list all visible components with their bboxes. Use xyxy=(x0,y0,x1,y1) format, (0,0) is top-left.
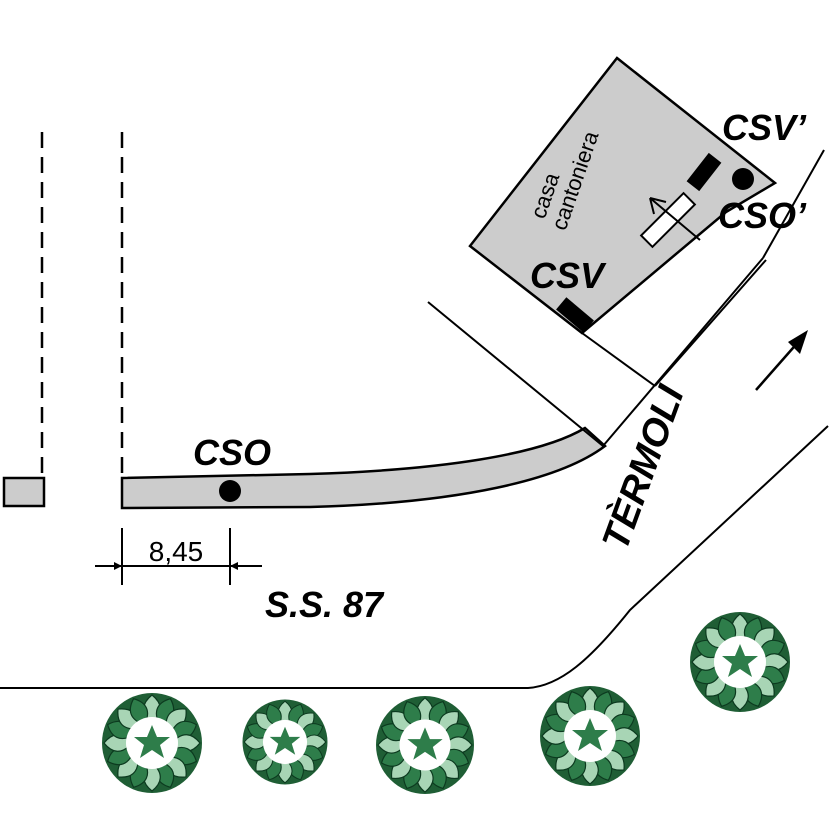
cso-prime-marker xyxy=(732,168,754,190)
road-band xyxy=(120,426,607,510)
road-edge-outer xyxy=(0,425,829,689)
cso-marker xyxy=(219,480,241,502)
road-label: S.S. 87 xyxy=(265,584,385,625)
tree-icon xyxy=(539,685,641,787)
direction-arrowhead xyxy=(788,330,808,354)
road-edge-upper xyxy=(427,257,764,448)
building xyxy=(468,56,778,335)
cso-label: CSO xyxy=(193,432,271,473)
tree-icon xyxy=(101,692,203,794)
csv-label: CSV xyxy=(530,255,607,296)
cso-prime-label: CSO’ xyxy=(718,195,807,236)
tree-icon xyxy=(241,698,329,786)
door-slot xyxy=(639,191,697,249)
tree-icon xyxy=(689,611,791,713)
road-edge-north xyxy=(762,149,825,259)
direction-label: TÈRMOLI xyxy=(593,378,693,555)
dimension-label: 8,45 xyxy=(149,536,204,567)
csv-prime-label: CSV’ xyxy=(722,107,807,148)
road-edge-right xyxy=(654,259,767,387)
csv-prime-marker xyxy=(686,152,722,192)
dimension-arrow-right xyxy=(230,562,238,570)
building-access-line xyxy=(581,332,656,387)
tree-icon xyxy=(375,695,475,795)
csv-marker xyxy=(556,297,594,333)
dimension-arrow-left xyxy=(114,562,122,570)
left-box xyxy=(2,476,46,508)
direction-arrow-icon xyxy=(755,339,801,391)
arrow-icon xyxy=(649,197,701,241)
